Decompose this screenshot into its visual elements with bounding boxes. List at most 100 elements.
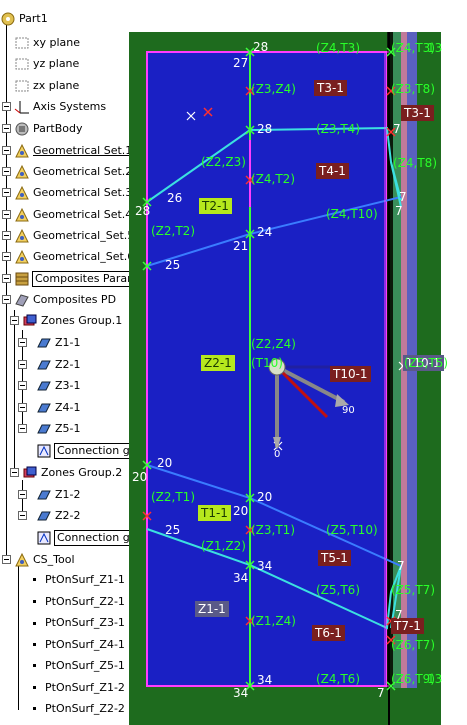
tree-node-xy-plane[interactable]: xy plane xyxy=(14,33,81,53)
tree-node-ptonsurf-z1-1[interactable]: PtOnSurf_Z1-1 xyxy=(45,573,125,586)
expand-toggle[interactable] xyxy=(2,252,11,261)
tree-node-geometrical-set-6[interactable]: Geometrical_Set.6 xyxy=(14,247,135,267)
tree-node-ptonsurf-z2-1[interactable]: PtOnSurf_Z2-1 xyxy=(45,595,125,608)
label-node: 20 xyxy=(257,490,273,504)
tree-node-geometrical-set-1[interactable]: Geometrical Set.1 xyxy=(14,141,133,161)
tree-node-zone-z1-2[interactable]: Z1-2 xyxy=(36,485,82,505)
label-zone-pair: (Z5,T7) xyxy=(391,583,435,597)
tree-node-zone-z1-1[interactable]: Z1-1 xyxy=(36,333,82,353)
axis-label-zero: 0 xyxy=(274,449,281,460)
label-zone-pair: (Z1,Z2) xyxy=(201,539,246,553)
connection-generator-icon xyxy=(37,444,51,458)
point-icon xyxy=(33,707,36,710)
collapse-toggle[interactable] xyxy=(2,295,11,304)
label-zone-pair: (Z4,T8) xyxy=(393,156,437,170)
edge-pink-strip xyxy=(401,32,407,725)
tree-node-ptonsurf-z4-1[interactable]: PtOnSurf_Z4-1 xyxy=(45,638,125,651)
expand-toggle[interactable] xyxy=(2,188,11,197)
point-icon xyxy=(33,643,36,646)
plane-icon xyxy=(15,37,29,49)
tree-node-zones-group-1[interactable]: Zones Group.1 xyxy=(22,311,123,331)
label-node: 34 xyxy=(233,686,249,700)
edge-green-strip xyxy=(393,32,401,725)
label-node: 34 xyxy=(257,673,273,687)
tree-node-zone-z5-1[interactable]: Z5-1 xyxy=(36,419,82,439)
expand-toggle[interactable] xyxy=(18,360,27,369)
zone-tag-t1-1[interactable]: T1-1 xyxy=(198,505,231,521)
tree-node-ptonsurf-z3-1[interactable]: PtOnSurf_Z3-1 xyxy=(45,616,125,629)
geometrical-set-icon xyxy=(15,552,29,567)
geometrical-set-icon xyxy=(15,207,29,222)
collapse-toggle[interactable] xyxy=(10,468,19,477)
tree-node-yz-plane[interactable]: yz plane xyxy=(14,54,80,74)
zone-tag-t7-1[interactable]: T7-1 xyxy=(391,618,424,634)
label-zone-pair: (Z2,T1) xyxy=(151,490,195,504)
expand-toggle[interactable] xyxy=(2,102,11,111)
zone-tag-t10-1-edge[interactable]: T10-1 xyxy=(403,355,444,371)
label-zone-pair: (Z4,T10) xyxy=(326,207,378,221)
label-node: 28 xyxy=(253,40,269,54)
expand-toggle[interactable] xyxy=(2,167,11,176)
collapse-toggle[interactable] xyxy=(2,555,11,564)
point-icon xyxy=(33,622,36,625)
label-node: 7 xyxy=(397,559,405,573)
tree-node-zone-z2-2[interactable]: Z2-2 xyxy=(36,506,82,526)
part-gear-icon xyxy=(1,12,15,26)
expand-toggle[interactable] xyxy=(2,124,11,133)
tree-node-zones-group-2[interactable]: Zones Group.2 xyxy=(22,463,123,483)
label-node: 21 xyxy=(233,239,249,253)
zone-tag-t2-1[interactable]: T2-1 xyxy=(199,198,232,214)
label-node: 7 xyxy=(395,204,403,218)
tree-node-ptonsurf-z2-2[interactable]: PtOnSurf_Z2-2 xyxy=(45,702,125,715)
geometry-canvas[interactable] xyxy=(129,32,467,725)
tree-node-zone-z2-1[interactable]: Z2-1 xyxy=(36,355,82,375)
label-zone-pair: (Z4,T2) xyxy=(251,172,295,186)
tree-node-ptonsurf-z1-2[interactable]: PtOnSurf_Z1-2 xyxy=(45,681,125,694)
expand-toggle[interactable] xyxy=(18,424,27,433)
zone-tag-t4-1[interactable]: T4-1 xyxy=(316,163,349,179)
axis-compass xyxy=(268,358,354,450)
tree-node-geometrical-set-5[interactable]: Geometrical_Set.5 xyxy=(14,226,135,246)
expand-toggle[interactable] xyxy=(2,274,11,283)
label-node: 13 xyxy=(427,672,443,686)
viewport-background xyxy=(441,32,467,725)
expand-toggle[interactable] xyxy=(18,403,27,412)
zone-tag-t3-1-edge[interactable]: T3-1 xyxy=(401,105,434,121)
tree-node-geometrical-set-3[interactable]: Geometrical Set.3 xyxy=(14,183,133,203)
bottom-frame xyxy=(129,688,417,725)
zone-tag-z1-1[interactable]: Z1-1 xyxy=(195,601,229,617)
tree-node-axis-systems[interactable]: Axis Systems xyxy=(14,97,107,117)
zone-icon xyxy=(37,360,51,370)
zone-tag-t3-1[interactable]: T3-1 xyxy=(314,80,347,96)
expand-toggle[interactable] xyxy=(18,381,27,390)
3d-viewport[interactable]: T3-1 T3-1 T4-1 T2-1 Z2-1 T10-1 T1-1 T5-1… xyxy=(129,32,467,725)
expand-toggle[interactable] xyxy=(18,338,27,347)
collapse-toggle[interactable] xyxy=(10,316,19,325)
zones-group-icon xyxy=(23,314,37,326)
expand-toggle[interactable] xyxy=(18,511,27,520)
zone-tag-t6-1[interactable]: T6-1 xyxy=(312,625,345,641)
zone-icon xyxy=(37,381,51,391)
tree-node-geometrical-set-4[interactable]: Geometrical Set.4 xyxy=(14,205,133,225)
tree-node-ptonsurf-z5-1[interactable]: PtOnSurf_Z5-1 xyxy=(45,659,125,672)
zone-icon xyxy=(37,403,51,413)
zone-tag-z2-1[interactable]: Z2-1 xyxy=(201,355,235,371)
label-node: 25 xyxy=(165,258,181,272)
label-zone-pair: (Z6,T7) xyxy=(391,638,435,652)
label-zone-pair: (Z4,T3) xyxy=(316,41,360,55)
expand-toggle[interactable] xyxy=(18,490,27,499)
tree-node-zx-plane[interactable]: zx plane xyxy=(14,76,80,96)
tree-node-composites-pd[interactable]: Composites PD xyxy=(14,290,117,310)
expand-toggle[interactable] xyxy=(2,146,11,155)
tree-node-partbody[interactable]: PartBody xyxy=(14,119,83,139)
zone-tag-t5-1[interactable]: T5-1 xyxy=(318,550,351,566)
expand-toggle[interactable] xyxy=(2,210,11,219)
label-zone-pair: (Z5,T10) xyxy=(326,523,378,537)
tree-node-zone-z3-1[interactable]: Z3-1 xyxy=(36,376,82,396)
tree-node-cs-tool[interactable]: CS_Tool xyxy=(14,550,76,570)
expand-toggle[interactable] xyxy=(2,231,11,240)
tree-node-zone-z4-1[interactable]: Z4-1 xyxy=(36,398,82,418)
zone-tag-t10-1[interactable]: T10-1 xyxy=(330,366,371,382)
tree-root-part[interactable]: Part1 xyxy=(0,9,49,29)
tree-node-geometrical-set-2[interactable]: Geometrical Set.2 xyxy=(14,162,133,182)
